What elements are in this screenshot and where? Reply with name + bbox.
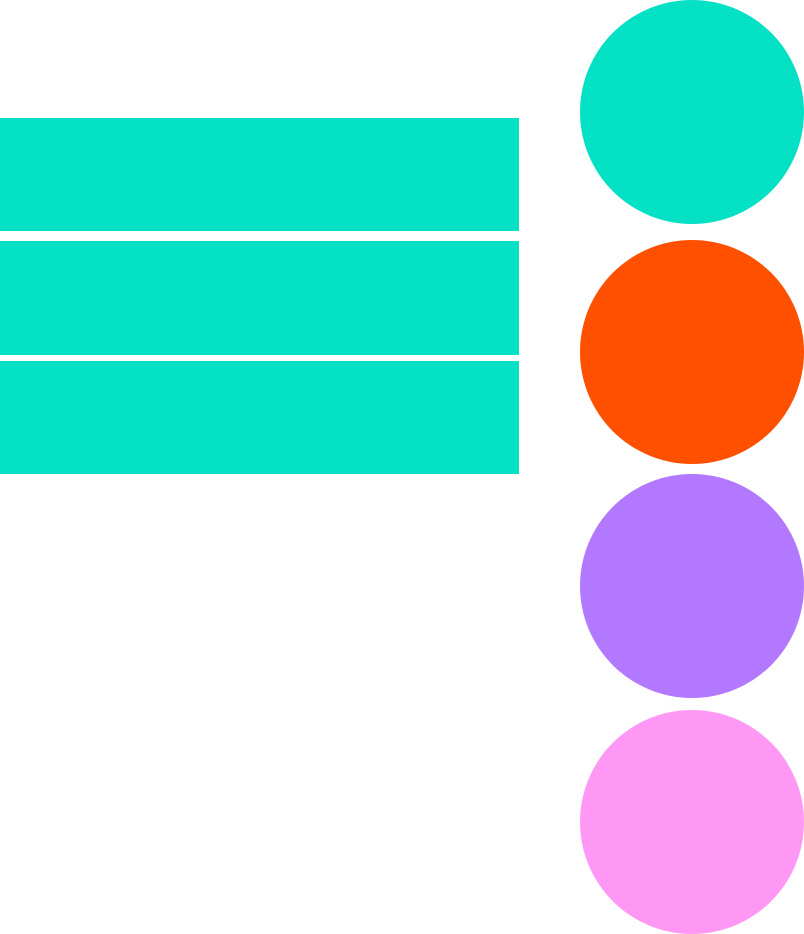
teal-bar-bottom — [0, 361, 519, 474]
purple-circle — [580, 474, 804, 698]
teal-bar-top — [0, 118, 519, 231]
teal-bar-middle — [0, 241, 519, 355]
teal-circle — [580, 0, 804, 224]
orange-circle — [580, 240, 804, 464]
pink-circle — [580, 710, 804, 934]
